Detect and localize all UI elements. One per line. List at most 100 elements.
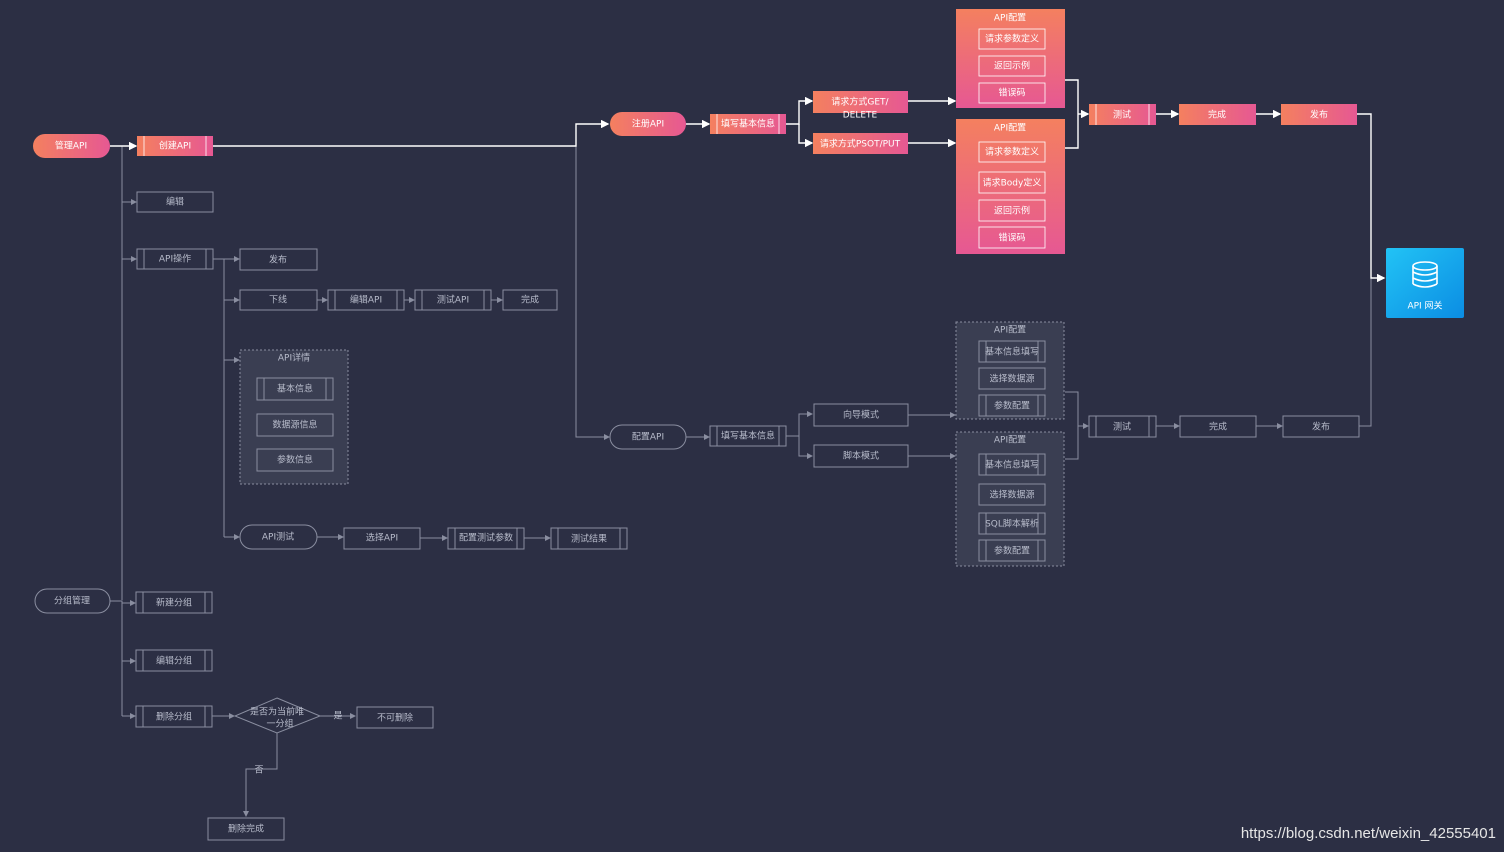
edit-api-node[interactable]: 编辑API: [327, 289, 405, 311]
connectors-white: [110, 79, 1386, 283]
register-api-node[interactable]: 注册API: [610, 112, 686, 136]
svg-text:删除完成: 删除完成: [228, 823, 264, 835]
svg-text:一分组: 一分组: [266, 718, 293, 730]
done-2-node[interactable]: 完成: [1179, 415, 1257, 438]
svg-text:请求Body定义: 请求Body定义: [983, 177, 1042, 189]
config-test-params-node[interactable]: 配置测试参数: [447, 527, 525, 550]
svg-text:完成: 完成: [1209, 421, 1227, 433]
datasource-info-node[interactable]: 数据源信息: [256, 413, 334, 437]
svg-text:参数配置: 参数配置: [994, 400, 1030, 412]
error-code-1[interactable]: 错误码: [978, 82, 1046, 104]
api-gateway-node[interactable]: API 网关: [1386, 248, 1464, 318]
create-api-node[interactable]: 创建API: [137, 136, 213, 156]
publish-node[interactable]: 发布: [1281, 104, 1357, 125]
svg-text:请求参数定义: 请求参数定义: [985, 33, 1039, 45]
svg-text:请求方式PSOT/PUT: 请求方式PSOT/PUT: [820, 138, 901, 150]
no-label: 否: [254, 765, 263, 776]
api-config-panel-4: API配置: [955, 431, 1065, 567]
method-post-put-node[interactable]: 请求方式PSOT/PUT: [813, 133, 908, 154]
svg-text:编辑分组: 编辑分组: [156, 655, 192, 667]
svg-text:数据源信息: 数据源信息: [272, 419, 317, 431]
edit-node[interactable]: 编辑: [136, 191, 214, 213]
offline-node[interactable]: 下线: [239, 289, 318, 311]
delete-done-node[interactable]: 删除完成: [207, 817, 285, 841]
api-ops-node[interactable]: API操作: [136, 248, 214, 270]
svg-text:是否为当前唯: 是否为当前唯: [250, 706, 304, 718]
return-example-2[interactable]: 返回示例: [978, 199, 1046, 222]
svg-text:分组管理: 分组管理: [54, 595, 90, 607]
connectors-gray: [110, 145, 1385, 817]
method-get-delete-node[interactable]: 请求方式GET/ DELETE: [813, 91, 908, 121]
svg-text:错误码: 错误码: [998, 87, 1025, 99]
fill-basic-info-node[interactable]: 填写基本信息: [710, 114, 786, 134]
return-example-1[interactable]: 返回示例: [978, 55, 1046, 77]
svg-text:参数配置: 参数配置: [994, 545, 1030, 557]
svg-text:脚本模式: 脚本模式: [843, 450, 879, 462]
svg-text:发布: 发布: [269, 254, 287, 266]
svg-text:配置API: 配置API: [632, 432, 664, 443]
done-op-node[interactable]: 完成: [502, 289, 558, 311]
param-info-node[interactable]: 参数信息: [256, 448, 334, 472]
config-api-node[interactable]: 配置API: [609, 424, 687, 450]
edit-group-node[interactable]: 编辑分组: [135, 649, 213, 672]
req-param-def-2[interactable]: 请求参数定义: [978, 141, 1046, 163]
test-api-node[interactable]: 测试API: [414, 289, 492, 311]
svg-text:基本信息填写: 基本信息填写: [985, 346, 1039, 358]
req-body-def[interactable]: 请求Body定义: [978, 171, 1046, 194]
error-code-2[interactable]: 错误码: [978, 226, 1046, 249]
svg-text:错误码: 错误码: [998, 232, 1025, 244]
req-param-def-1[interactable]: 请求参数定义: [978, 28, 1046, 50]
svg-text:测试: 测试: [1113, 421, 1131, 433]
basic-info-fill-1[interactable]: 基本信息填写: [978, 340, 1046, 363]
basic-info-fill-2[interactable]: 基本信息填写: [978, 453, 1046, 476]
svg-text:发布: 发布: [1310, 109, 1328, 121]
manage-api-node[interactable]: 管理API: [33, 134, 110, 158]
svg-text:API配置: API配置: [994, 435, 1026, 446]
svg-text:填写基本信息: 填写基本信息: [721, 430, 775, 442]
param-config-2[interactable]: 参数配置: [978, 539, 1046, 562]
wizard-mode-node[interactable]: 向导模式: [813, 403, 909, 427]
svg-text:发布: 发布: [1312, 421, 1330, 433]
svg-text:新建分组: 新建分组: [156, 597, 192, 609]
svg-text:不可删除: 不可删除: [377, 712, 413, 724]
fill-basic-info-2-node[interactable]: 填写基本信息: [709, 425, 787, 447]
svg-text:编辑API: 编辑API: [350, 294, 382, 306]
api-detail-group: API详情: [239, 349, 349, 485]
svg-text:API配置: API配置: [994, 325, 1026, 336]
param-config-1[interactable]: 参数配置: [978, 394, 1046, 417]
basic-info-node[interactable]: 基本信息: [256, 377, 334, 401]
svg-text:完成: 完成: [521, 294, 539, 306]
publish-2-node[interactable]: 发布: [1282, 415, 1360, 438]
svg-text:测试: 测试: [1113, 109, 1131, 121]
svg-text:参数信息: 参数信息: [277, 454, 313, 466]
is-only-group-decision[interactable]: 是否为当前唯 一分组: [233, 697, 322, 734]
svg-text:API测试: API测试: [262, 531, 294, 543]
svg-text:API配置: API配置: [994, 13, 1026, 24]
sql-parse-node[interactable]: SQL脚本解析: [978, 512, 1046, 535]
svg-text:完成: 完成: [1208, 109, 1226, 121]
svg-text:选择数据源: 选择数据源: [989, 373, 1034, 385]
select-api-node[interactable]: 选择API: [343, 527, 421, 550]
select-datasource-1[interactable]: 选择数据源: [978, 367, 1046, 390]
api-config-panel-1: API配置: [956, 9, 1065, 108]
group-mgmt-node[interactable]: 分组管理: [34, 588, 111, 614]
delete-group-node[interactable]: 删除分组: [135, 705, 213, 728]
test-2-node[interactable]: 测试: [1088, 415, 1157, 438]
svg-text:返回示例: 返回示例: [994, 205, 1030, 217]
test-result-node[interactable]: 测试结果: [550, 527, 628, 550]
watermark: https://blog.csdn.net/weixin_42555401: [1240, 825, 1496, 842]
svg-text:创建API: 创建API: [159, 140, 191, 152]
new-group-node[interactable]: 新建分组: [135, 591, 213, 614]
svg-text:编辑: 编辑: [166, 196, 184, 208]
cannot-delete-node[interactable]: 不可删除: [356, 706, 434, 729]
svg-text:基本信息填写: 基本信息填写: [985, 459, 1039, 471]
svg-text:基本信息: 基本信息: [277, 383, 313, 395]
api-test-node[interactable]: API测试: [239, 524, 318, 550]
script-mode-node[interactable]: 脚本模式: [813, 444, 909, 468]
select-datasource-2[interactable]: 选择数据源: [978, 483, 1046, 506]
done-node[interactable]: 完成: [1179, 104, 1256, 125]
publish-op-node[interactable]: 发布: [239, 248, 318, 271]
svg-text:请求方式GET/: 请求方式GET/: [831, 96, 889, 108]
svg-text:填写基本信息: 填写基本信息: [721, 118, 775, 130]
test-node[interactable]: 测试: [1089, 104, 1156, 125]
